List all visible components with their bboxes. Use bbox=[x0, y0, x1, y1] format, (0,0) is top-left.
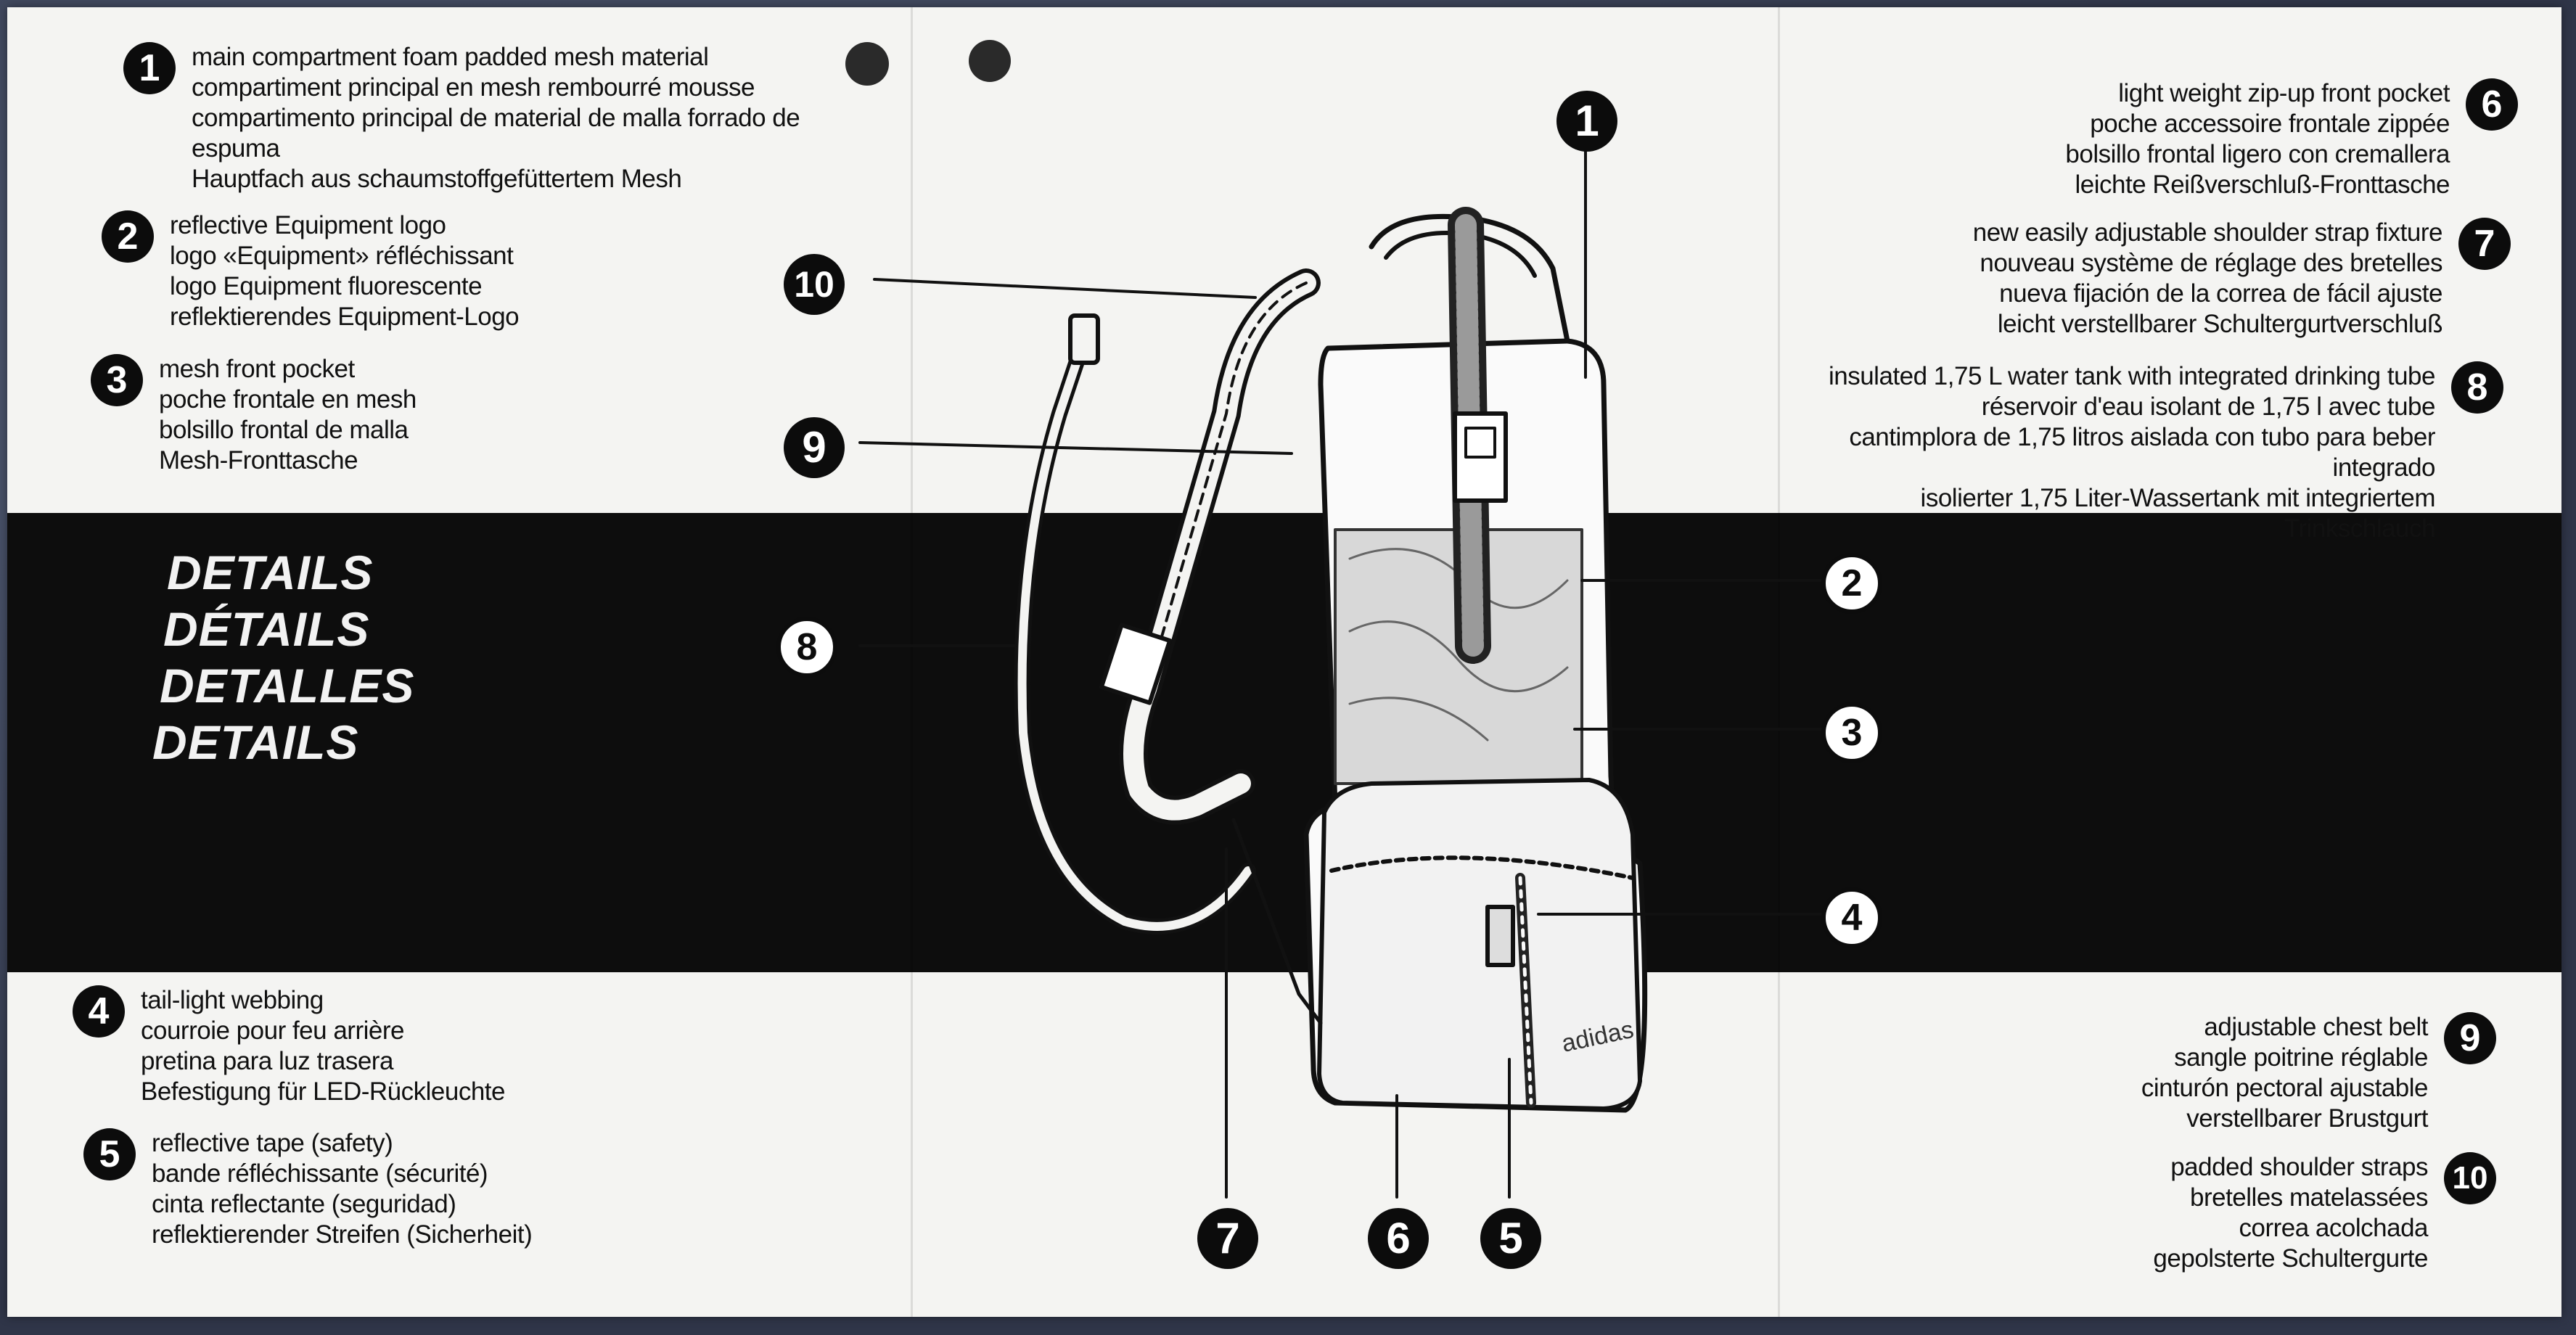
callout-9: 9 bbox=[784, 417, 845, 478]
feature-1-number: 1 bbox=[123, 42, 176, 94]
feature-2-text: reflective Equipment logo logo «Equipmen… bbox=[170, 211, 520, 331]
feature-6-text: light weight zip-up front pocket poche a… bbox=[2065, 79, 2450, 199]
feature-5-text: reflective tape (safety) bande réfléchis… bbox=[152, 1129, 533, 1249]
feature-4: 4 tail-light webbing courroie pour feu a… bbox=[73, 985, 506, 1107]
feature-9: 9 adjustable chest belt sangle poitrine … bbox=[2141, 1012, 2496, 1134]
feature-7-number: 7 bbox=[2458, 218, 2511, 270]
feature-7: 7 new easily adjustable shoulder strap f… bbox=[1973, 218, 2511, 340]
backpack-illustration: adidas bbox=[858, 136, 1823, 1199]
callout-7: 7 bbox=[1197, 1208, 1258, 1269]
feature-3-text: mesh front pocket poche frontale en mesh… bbox=[159, 355, 417, 475]
feature-3-number: 3 bbox=[91, 354, 143, 406]
feature-2: 2 reflective Equipment logo logo «Equipm… bbox=[102, 210, 520, 332]
feature-9-number: 9 bbox=[2444, 1012, 2496, 1064]
feature-2-number: 2 bbox=[102, 210, 154, 263]
hang-tag-card: 1 main compartment foam padded mesh mate… bbox=[7, 7, 2561, 1317]
feature-3: 3 mesh front pocket poche frontale en me… bbox=[91, 354, 417, 476]
feature-10: 10 padded shoulder straps bretelles mate… bbox=[2153, 1152, 2496, 1274]
black-band bbox=[7, 513, 2561, 972]
feature-1-text: main compartment foam padded mesh materi… bbox=[192, 43, 800, 193]
callout-3: 3 bbox=[1821, 702, 1882, 763]
feature-7-text: new easily adjustable shoulder strap fix… bbox=[1972, 218, 2443, 338]
punch-hole-1 bbox=[845, 42, 889, 86]
callout-6: 6 bbox=[1368, 1208, 1429, 1269]
feature-10-text: padded shoulder straps bretelles matelas… bbox=[2153, 1153, 2428, 1273]
callout-2: 2 bbox=[1821, 553, 1882, 614]
punch-hole-2 bbox=[969, 40, 1011, 82]
callout-5: 5 bbox=[1480, 1208, 1541, 1269]
feature-5-number: 5 bbox=[83, 1128, 136, 1180]
fold-line-left bbox=[911, 7, 913, 1317]
feature-5: 5 reflective tape (safety) bande réfléch… bbox=[83, 1128, 533, 1250]
fold-line-right bbox=[1778, 7, 1780, 1317]
feature-8-number: 8 bbox=[2451, 361, 2503, 414]
feature-4-text: tail-light webbing courroie pour feu arr… bbox=[141, 986, 506, 1106]
feature-6-number: 6 bbox=[2466, 78, 2518, 131]
feature-10-number: 10 bbox=[2444, 1152, 2496, 1204]
callout-4: 4 bbox=[1821, 887, 1882, 948]
feature-1: 1 main compartment foam padded mesh mate… bbox=[123, 42, 800, 194]
feature-6: 6 light weight zip-up front pocket poche… bbox=[2065, 78, 2518, 200]
feature-9-text: adjustable chest belt sangle poitrine ré… bbox=[2141, 1013, 2429, 1133]
feature-8: 8 insulated 1,75 L water tank with integ… bbox=[1829, 361, 2503, 544]
callout-10: 10 bbox=[784, 254, 845, 315]
details-heading: DETAILS DÉTAILS DETALLES DETAILS bbox=[152, 546, 415, 769]
callout-1: 1 bbox=[1556, 91, 1617, 152]
feature-4-number: 4 bbox=[73, 985, 125, 1038]
feature-8-text: insulated 1,75 L water tank with integra… bbox=[1828, 362, 2436, 543]
callout-8: 8 bbox=[776, 617, 837, 678]
